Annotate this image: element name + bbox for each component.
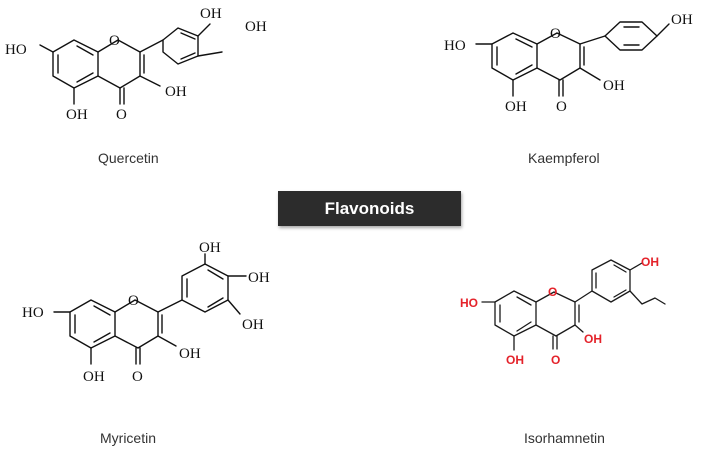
- c7-hydroxyl-label: HO: [460, 296, 478, 310]
- ring-oxygen-label: O: [128, 293, 139, 309]
- quercetin-panel: O HO OH O OH OH OH Quercetin: [0, 0, 330, 180]
- isorhamnetin-panel: O HO OH O OH OH Isorhamnetin: [380, 232, 709, 452]
- isorhamnetin-name: Isorhamnetin: [524, 430, 605, 446]
- c7-hydroxyl-label: HO: [22, 305, 44, 321]
- kaempferol-name: Kaempferol: [528, 150, 600, 166]
- flavonoids-banner: Flavonoids: [278, 191, 461, 226]
- c3-hydroxyl-label: OH: [165, 84, 187, 100]
- c4-carbonyl-label: O: [116, 107, 127, 123]
- b4-hydroxyl-label: OH: [671, 12, 693, 28]
- b4-hydroxyl-label: OH: [245, 19, 267, 35]
- ring-oxygen-label: O: [550, 26, 561, 42]
- myricetin-name: Myricetin: [100, 430, 157, 446]
- myricetin-panel: O HO OH O OH OH OH OH Myricetin: [0, 232, 330, 452]
- b3-hydroxyl-label: OH: [200, 6, 222, 22]
- c5-hydroxyl-label: OH: [66, 107, 88, 123]
- c4-carbonyl-label: O: [132, 369, 143, 385]
- c5-hydroxyl-label: OH: [506, 353, 524, 367]
- c4-carbonyl-label: O: [551, 353, 560, 367]
- kaempferol-structure: O HO OH O OH OH: [444, 12, 693, 115]
- isorhamnetin-structure: O HO OH O OH OH: [460, 255, 666, 367]
- b3-hydroxyl-label: OH: [199, 240, 221, 256]
- ring-oxygen-label: O: [109, 33, 120, 49]
- c5-hydroxyl-label: OH: [83, 369, 105, 385]
- quercetin-structure: O HO OH O OH OH OH: [5, 6, 267, 123]
- c7-hydroxyl-label: HO: [5, 42, 27, 58]
- quercetin-name: Quercetin: [98, 150, 159, 166]
- c3-hydroxyl-label: OH: [179, 346, 201, 362]
- c4-carbonyl-label: O: [556, 99, 567, 115]
- myricetin-structure: O HO OH O OH OH OH OH: [22, 240, 270, 385]
- c7-hydroxyl-label: HO: [444, 38, 466, 54]
- c3-hydroxyl-label: OH: [603, 78, 625, 94]
- b4-hydroxyl-label: OH: [641, 255, 659, 269]
- ring-oxygen-label: O: [548, 285, 557, 299]
- c3-hydroxyl-label: OH: [584, 332, 602, 346]
- kaempferol-panel: O HO OH O OH OH Kaempferol: [380, 0, 709, 180]
- b5-hydroxyl-label: OH: [242, 317, 264, 333]
- c5-hydroxyl-label: OH: [505, 99, 527, 115]
- b4-hydroxyl-label: OH: [248, 270, 270, 286]
